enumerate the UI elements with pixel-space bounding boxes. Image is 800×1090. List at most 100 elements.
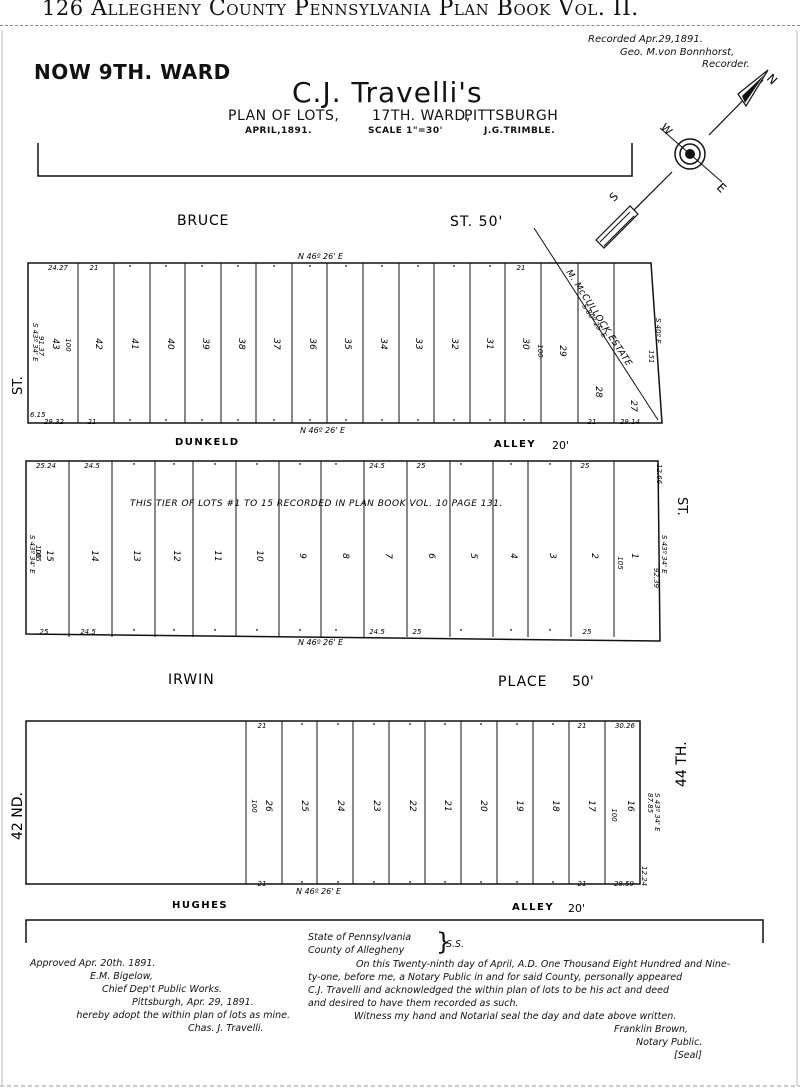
- b2-rear-dimension: ": [548, 628, 551, 636]
- b2-right-bearing: S 43º 34' E: [660, 535, 668, 574]
- b2-lot-number: 15: [44, 550, 54, 562]
- street-bruce-st: ST. 50': [450, 214, 503, 230]
- b1-rear-dimension: ": [272, 418, 275, 426]
- b1-rear-dimension: ": [522, 418, 525, 426]
- b3-rear-dimension: ": [300, 880, 303, 888]
- b3-rear-dimension: ": [551, 880, 554, 888]
- b1-lot-number: 38: [236, 338, 246, 350]
- bottom-bracket: [25, 919, 764, 943]
- b2-rear-dimension: ": [172, 628, 175, 636]
- b1-lot-number: 31: [484, 338, 494, 349]
- b2-lot-number: 10: [254, 550, 264, 562]
- b2-left-bearing: S 43º 34' E: [28, 535, 36, 574]
- b1-lot-number: 42: [93, 338, 103, 350]
- b3-lot-number: 16: [625, 800, 635, 812]
- b1-front-dimension: ": [416, 264, 419, 272]
- b2-rear-dimension: 25: [583, 628, 592, 636]
- b1-rear-dimension: 21: [588, 418, 597, 426]
- adoption-text: hereby adopt the within plan of lots as …: [76, 1010, 290, 1021]
- alley-dunkeld-width: 20': [552, 439, 569, 452]
- b3-front-dimension: ": [515, 722, 518, 730]
- b1-right-length: 151: [647, 350, 655, 363]
- b2-lot-number: 1: [629, 553, 639, 559]
- approval-title: Chief Dep't Public Works.: [102, 984, 222, 995]
- b3-lot-number: 24: [335, 800, 345, 812]
- b1-front-dimension: 21: [90, 264, 99, 272]
- b3-front-dimension: ": [479, 722, 482, 730]
- b2-lot-number: 3: [547, 553, 557, 559]
- page-number: 126: [42, 0, 84, 20]
- b1-lot-number: 28: [593, 386, 603, 398]
- title-bracket: [37, 143, 633, 177]
- b1-bearing-bottom: N 46º 26' E: [300, 426, 346, 435]
- compass-e: E: [714, 180, 729, 195]
- street-42nd: 42 ND.: [10, 792, 26, 840]
- b3-rear-dimension: ": [336, 880, 339, 888]
- b2-right-length: 92.39: [652, 568, 660, 589]
- notary-state: State of Pennsylvania: [308, 932, 412, 943]
- b3-lot-number: 20: [478, 800, 488, 812]
- b3-depth-label: 100: [250, 799, 258, 813]
- b3-front-dimension: 21: [258, 722, 267, 730]
- street-irwin: IRWIN: [168, 672, 215, 688]
- b2-front-dimension: ": [459, 462, 462, 470]
- street-irwin-width: 50': [572, 674, 594, 690]
- b1-front-dimension: ": [272, 264, 275, 272]
- b2-rear-dimension: 24.5: [80, 628, 96, 636]
- b2-rear-dimension: ": [459, 628, 462, 636]
- b1-left-corner: 6.15: [30, 411, 46, 419]
- b2-lot-number: 9: [297, 553, 307, 559]
- b3-front-dimension: ": [551, 722, 554, 730]
- b1-rear-dimension: ": [488, 418, 491, 426]
- b1-lot-number: 35: [342, 338, 352, 350]
- compass-w: W: [658, 121, 675, 138]
- b3-front-dimension: ": [372, 722, 375, 730]
- b1-rear-dimension: 29.14: [620, 418, 640, 426]
- b3-front-dimension: ": [443, 722, 446, 730]
- street-st-right: ST.: [674, 497, 689, 516]
- notary-name: Franklin Brown,: [614, 1024, 689, 1035]
- b2-lot-number: 6: [426, 553, 436, 559]
- b3-front-dimension: ": [300, 722, 303, 730]
- b2-rear-dimension: ": [255, 628, 258, 636]
- b2-front-dimension: 25.24: [36, 462, 56, 470]
- b2-lot-number: 13: [131, 550, 141, 562]
- b1-rear-dimension: ": [128, 418, 131, 426]
- b3-right-corner: 12.24: [640, 866, 648, 886]
- b1-front-dimension: ": [164, 264, 167, 272]
- plan-city: PITTSBURGH: [464, 108, 559, 124]
- b1-rear-dimension: 29.32: [44, 418, 65, 426]
- b2-lot-number: 8: [340, 553, 350, 559]
- b2-front-dimension: ": [334, 462, 337, 470]
- b1-rear-dimension: ": [236, 418, 239, 426]
- recorded-date: Recorded Apr.29,1891.: [588, 34, 703, 45]
- b1-right-bearing: S 40º E: [654, 318, 662, 344]
- b3-rear-dimension: ": [372, 880, 375, 888]
- b2-front-dimension: ": [255, 462, 258, 470]
- b2-lot-number: 5: [468, 553, 478, 559]
- b1-left-length: 91.37: [37, 336, 45, 357]
- b1-lot-number: 40: [165, 338, 175, 350]
- b1-front-dimension: 24.27: [48, 264, 69, 272]
- b2-right-corner: 12.66: [655, 464, 663, 485]
- b3-lot-number: 22: [407, 800, 417, 812]
- alley-dunkeld: DUNKELD: [175, 437, 240, 448]
- b2-front-dimension: 25: [417, 462, 426, 470]
- b1-front-dimension: 21: [517, 264, 526, 272]
- b1-front-dimension: ": [200, 264, 203, 272]
- b2-front-dimension: ": [132, 462, 135, 470]
- b1-lot-number: 33: [413, 338, 423, 350]
- street-bruce: BRUCE: [177, 213, 229, 229]
- b1-rear-dimension: ": [380, 418, 383, 426]
- alley-hughes-width: 20': [568, 902, 585, 915]
- b3-rear-dimension: ": [408, 880, 411, 888]
- b2-lot-number: 14: [89, 550, 99, 562]
- b1-lot-number: 32: [449, 338, 459, 350]
- b1-lot-number: 27: [628, 400, 638, 412]
- block-1: [27, 227, 663, 424]
- b2-front-dimension: ": [548, 462, 551, 470]
- b1-lot-number: 29: [557, 345, 567, 357]
- owner-signature: Chas. J. Travelli.: [188, 1023, 264, 1034]
- b2-lot-number: 12: [171, 550, 181, 562]
- b1-lot-number: 39: [200, 338, 210, 350]
